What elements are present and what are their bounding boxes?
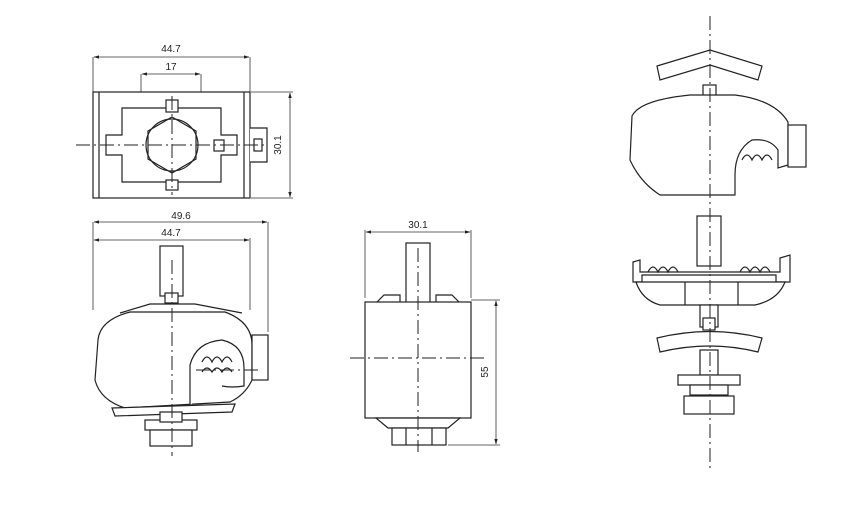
- dim-top-slot: 17: [165, 62, 177, 73]
- dim-side-height: 55: [480, 366, 491, 378]
- exploded-view: [629, 16, 807, 472]
- dim-top-height: 30.1: [273, 135, 284, 155]
- dim-front-overall: 49.6: [171, 211, 191, 222]
- dim-side-width: 30.1: [408, 220, 428, 231]
- dim-front-width: 44.7: [161, 228, 181, 239]
- dim-top-width: 44.7: [161, 44, 181, 55]
- top-view: 44.7 17 30.1: [76, 44, 293, 199]
- front-view: 49.6 44.7: [92, 211, 269, 456]
- side-view: 30.1 55: [350, 220, 500, 452]
